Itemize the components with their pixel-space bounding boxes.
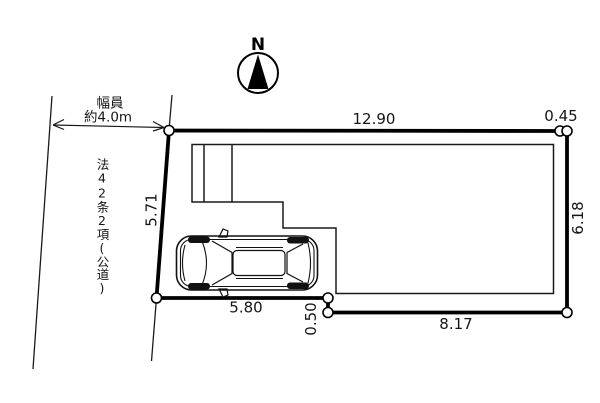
- dim-step: 0.50: [302, 302, 320, 335]
- north-compass-icon: N: [237, 35, 279, 94]
- vertex-bottom-left: [150, 292, 163, 304]
- dim-right: 6.18: [569, 201, 587, 234]
- dim-bottom: 8.17: [439, 315, 472, 333]
- vertex-top-left: [163, 124, 175, 137]
- vertex-bottom-right: [561, 306, 573, 319]
- dim-parking: 5.80: [229, 299, 262, 317]
- lot-boundary: [154, 128, 569, 315]
- road-near-edge-upper-line: [168, 94, 173, 131]
- arrowhead-right-icon: [152, 120, 165, 132]
- road-lines: [32, 94, 173, 370]
- vertex-step-upper: [322, 292, 334, 304]
- vertex-step-lower: [322, 306, 334, 319]
- vertex-markers: [150, 124, 573, 319]
- vertex-top-right-outer: [561, 125, 573, 137]
- road-width-arrow: [52, 118, 165, 132]
- building-outline: [191, 143, 555, 295]
- road-legal-label: 法42条2項(公道): [94, 158, 110, 296]
- road-width-label-line1: 幅員: [97, 96, 124, 112]
- road-width-label-line2: 約4.0m: [84, 110, 132, 126]
- dim-top: 12.90: [353, 110, 396, 128]
- dim-left: 5.71: [143, 193, 161, 226]
- road-near-edge-lower-line: [150, 297, 158, 362]
- arrowhead-left-icon: [52, 118, 65, 131]
- car-top-view-icon: [175, 228, 319, 298]
- north-label: N: [251, 35, 265, 55]
- dim-top-right: 0.45: [544, 107, 577, 125]
- road-far-edge-line: [32, 95, 53, 370]
